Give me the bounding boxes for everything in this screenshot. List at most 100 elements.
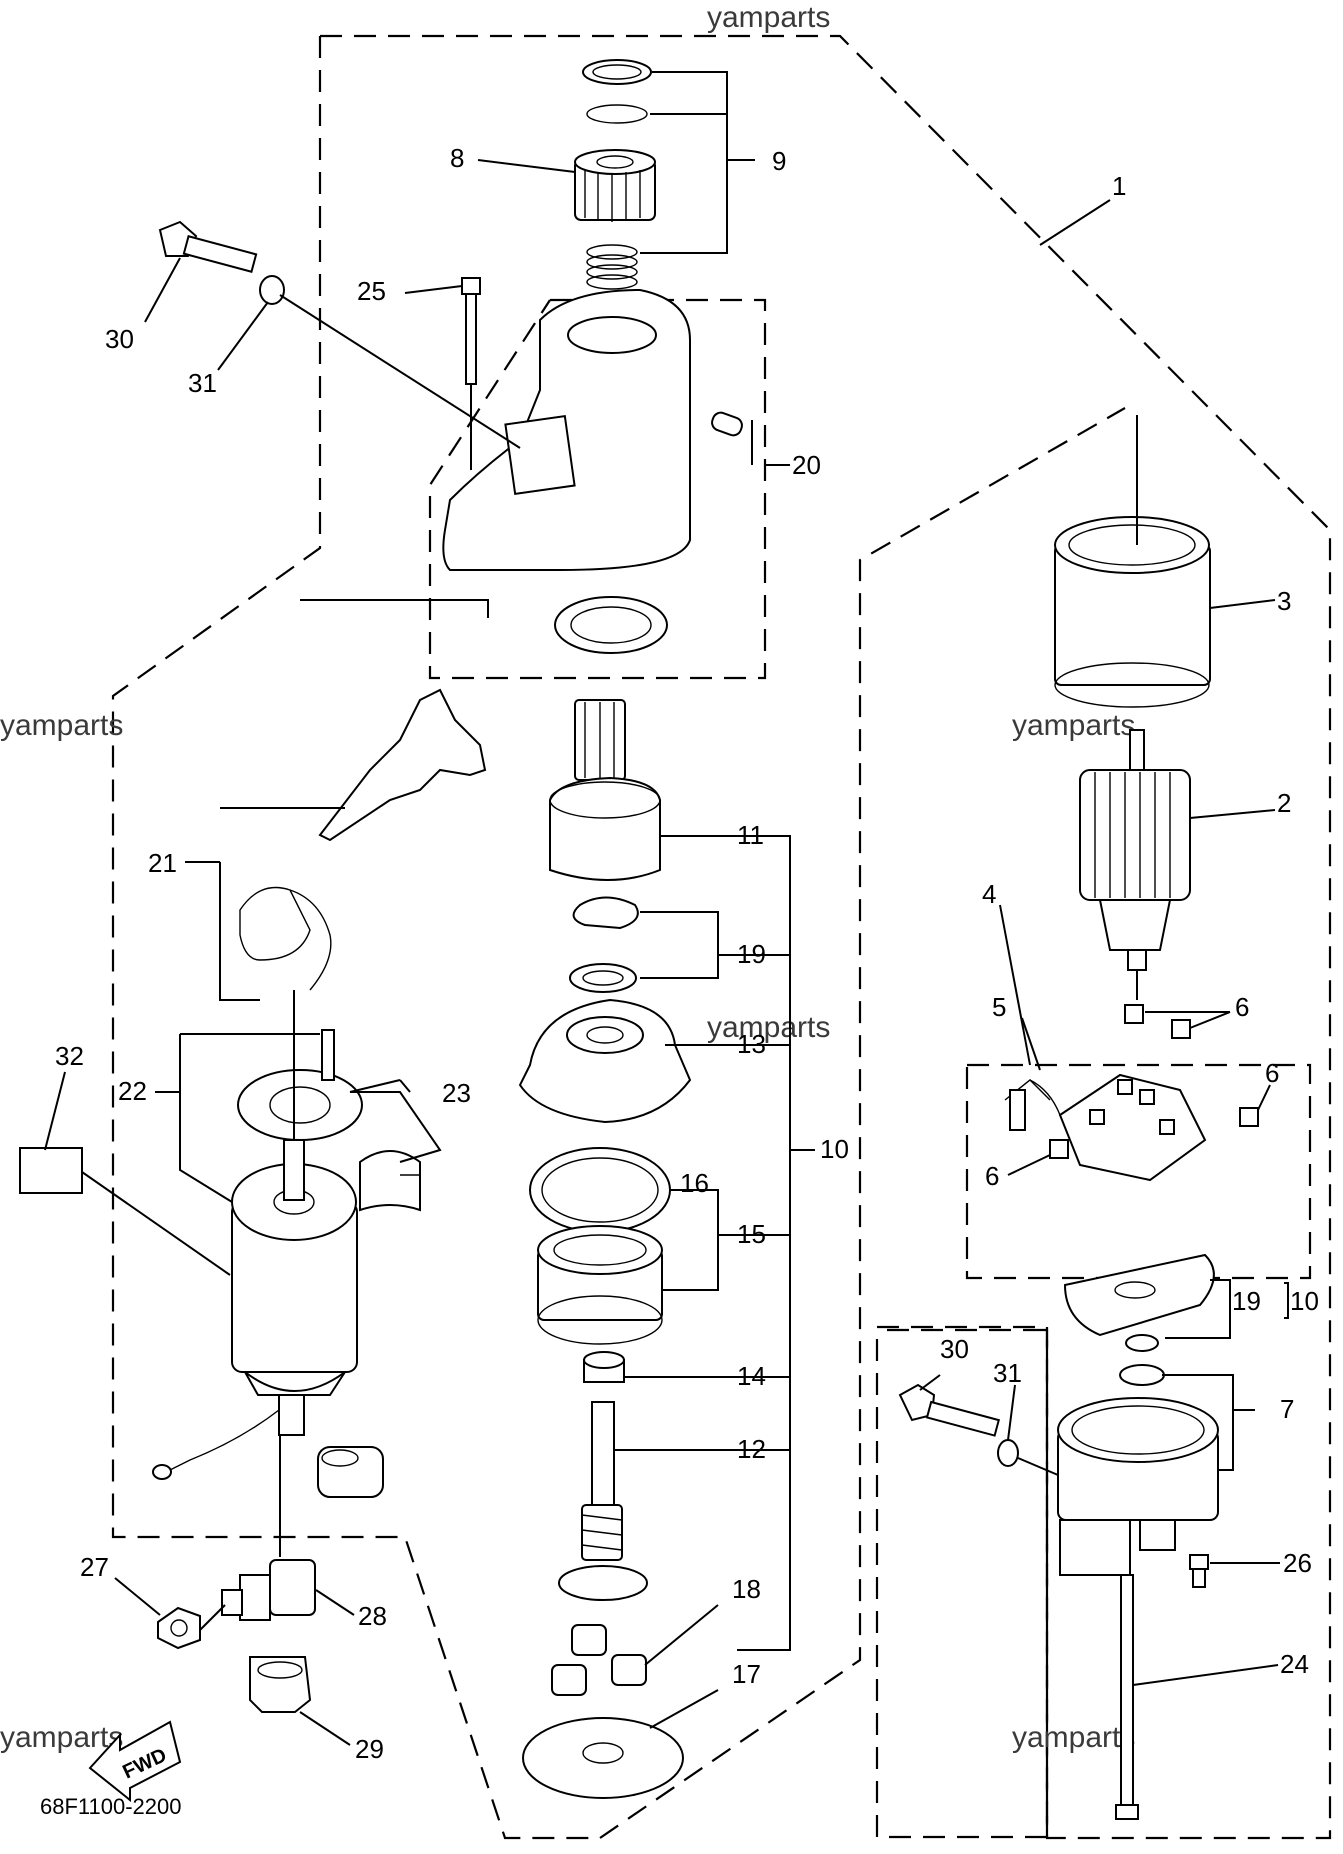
- callout-16: 16: [680, 1168, 709, 1198]
- leader-1: [1039, 199, 1111, 246]
- drawing-code: 68F1100-2200: [40, 1794, 182, 1819]
- callout-17: 17: [732, 1659, 761, 1689]
- callout-30-top: 30: [105, 324, 134, 354]
- callout-21: 21: [148, 848, 177, 878]
- leader-6c: [1007, 1154, 1051, 1176]
- part-12-shaft: [558, 1401, 648, 1601]
- part-7-end-frame: [1057, 1364, 1219, 1576]
- part-25-bolt: [461, 277, 481, 470]
- callout-19b: 19: [1232, 1286, 1261, 1316]
- callout-25: 25: [357, 276, 386, 306]
- callout-23: 23: [442, 1078, 471, 1108]
- part-30-bolt-lower: [898, 1383, 1001, 1437]
- callout-15: 15: [737, 1219, 766, 1249]
- leader-32: [44, 1071, 66, 1151]
- leader-17: [649, 1689, 719, 1729]
- part-6-brushes: [1049, 1004, 1259, 1159]
- callout-29: 29: [355, 1734, 384, 1764]
- leader-9: [640, 71, 728, 254]
- callout-5: 5: [992, 992, 1006, 1022]
- part-28-terminal: [221, 1559, 316, 1621]
- callout-32: 32: [55, 1041, 84, 1071]
- part-22-gasket: [237, 1029, 363, 1141]
- part-21-lever: [239, 688, 487, 991]
- leader-6b: [1257, 1084, 1271, 1111]
- callout-28: 28: [358, 1601, 387, 1631]
- callout-11: 11: [737, 820, 764, 850]
- part-11-clutch: [549, 699, 661, 881]
- part-17-plate: [522, 1717, 684, 1799]
- leader-24: [1132, 1664, 1279, 1686]
- watermarks: yamparts yamparts yamparts yamparts yamp…: [0, 1, 1135, 1754]
- part-3-yoke: [1054, 516, 1211, 708]
- callout-19: 19: [737, 939, 766, 969]
- part-24-through-bolt: [1115, 1574, 1139, 1820]
- callout-20: 20: [792, 450, 821, 480]
- leader-3: [1209, 599, 1276, 609]
- callout-7: 7: [1280, 1394, 1294, 1424]
- leader-16-15: [662, 1189, 719, 1291]
- callout-1: 1: [1112, 171, 1126, 201]
- callout-31-lower: 31: [993, 1358, 1022, 1388]
- part-31-washer-lower: [997, 1439, 1019, 1467]
- part-19-plate: [1063, 1253, 1215, 1352]
- part-4-brush-holder: [1004, 1073, 1207, 1182]
- watermark-top: yamparts: [707, 1, 830, 34]
- cover-sleeve: [317, 1446, 384, 1498]
- part-2-armature: [1079, 729, 1191, 971]
- callout-10: 10: [820, 1134, 849, 1164]
- watermark-center: yamparts: [707, 1011, 830, 1044]
- part-30-bolt-top: [158, 220, 258, 273]
- leader-31-top: [217, 301, 269, 371]
- callout-12: 12: [737, 1434, 766, 1464]
- leader-8: [477, 159, 576, 173]
- leader-10: [737, 835, 791, 1651]
- part-23-boot: [359, 1150, 421, 1212]
- callout-2: 2: [1277, 788, 1291, 818]
- part-14-bushing: [583, 1351, 625, 1383]
- leader-28: [315, 1589, 355, 1616]
- part-15-internal-gear: [537, 1225, 663, 1345]
- watermark-left: yamparts: [0, 709, 123, 742]
- part-20-front-housing: [442, 288, 743, 654]
- leader-4: [999, 904, 1031, 1066]
- callout-24: 24: [1280, 1649, 1309, 1679]
- leader-30-lower: [919, 1374, 941, 1391]
- part-26-screw: [1189, 1554, 1209, 1588]
- part-13-end-cover: [518, 998, 692, 1124]
- callout-26: 26: [1283, 1548, 1312, 1578]
- part-9-clip-set: [582, 59, 652, 290]
- leader-19: [640, 911, 719, 979]
- part-29-clip: [249, 1656, 312, 1713]
- part-8-pinion-gear: [574, 149, 656, 222]
- callout-labels: 1 2 3 4 5 6 6 6 6 7 8 9 10 10 11 12 13 1…: [55, 143, 1319, 1764]
- part-27-nut: [157, 1606, 201, 1650]
- leader-21: [219, 862, 260, 1001]
- callout-18: 18: [732, 1574, 761, 1604]
- leader-19-right: [1165, 1279, 1231, 1339]
- callout-6b: 6: [1265, 1058, 1279, 1088]
- leader-23: [350, 1091, 442, 1163]
- part-19-circlip: [569, 896, 639, 993]
- callout-8: 8: [450, 143, 464, 173]
- watermark-bottom-left: yamparts: [0, 1721, 123, 1754]
- callout-6a: 6: [1235, 992, 1249, 1022]
- callout-10b: 10: [1290, 1286, 1319, 1316]
- callout-13: 13: [737, 1029, 766, 1059]
- leader-27: [114, 1577, 161, 1616]
- callout-14: 14: [737, 1361, 766, 1391]
- leader-30-top: [144, 257, 181, 323]
- watermark-right: yamparts: [1012, 709, 1135, 742]
- leader-29: [299, 1711, 351, 1746]
- leader-22: [179, 1092, 233, 1203]
- callout-6c: 6: [985, 1161, 999, 1191]
- callout-4: 4: [982, 879, 996, 909]
- callout-9: 9: [772, 146, 786, 176]
- leader-5: [1021, 1017, 1041, 1071]
- part-22-solenoid: [152, 1139, 358, 1480]
- watermark-bottom-right: yamparts: [1012, 1721, 1135, 1754]
- callout-3: 3: [1277, 586, 1291, 616]
- leader-18: [644, 1604, 719, 1666]
- leader-31-lower: [1007, 1384, 1016, 1441]
